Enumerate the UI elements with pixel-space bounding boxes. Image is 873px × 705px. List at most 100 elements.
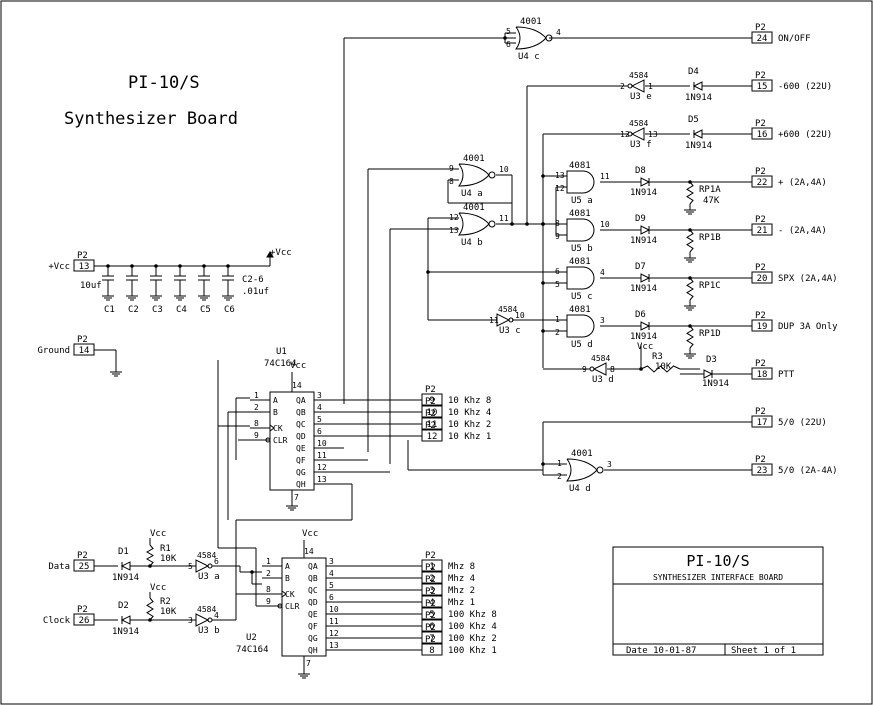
u2-pin-a: A [285,562,290,571]
u4b-gate [458,212,496,236]
u2-pin-num: 4 [329,569,334,578]
u4a-name: U4 a [461,189,483,199]
clock-input [73,613,95,626]
u1-output-10-label: 10 Khz 4 [448,408,491,418]
output-21-number: 21 [757,226,768,236]
u2-output-4-connector: P2 [425,587,436,597]
d2-part: 1N914 [112,627,139,637]
u2-pin-num: 11 [329,617,339,626]
output-21-connector: P2 [755,215,766,225]
u4c-pin-in2: 6 [506,40,511,49]
r-RP1C-symbol [686,277,694,301]
u1-pin-qf: QF [296,456,306,465]
u3f-gate [627,127,645,141]
u2-pin-b: B [285,574,290,583]
d2-symbol [120,615,131,625]
junction-dot [503,36,507,40]
d1-name: D1 [118,547,129,557]
output-16-connector: P2 [755,119,766,129]
u5c-gate [566,266,595,290]
junction-dot [541,281,545,285]
clock-input-number: 26 [79,616,90,626]
u2-output-4-label: Mhz 1 [448,598,475,608]
u4b-pin-in2: 13 [449,226,459,235]
u5a-gate [566,170,595,194]
u2-pin-num: 13 [329,641,339,650]
diode-D9-part: 1N914 [630,236,657,246]
u1-pin-qg: QG [296,468,306,477]
junction-dot [250,570,254,574]
u3c-part: 4584 [498,305,517,314]
power-pin [73,259,95,272]
u5a-pin-in2: 12 [555,184,565,193]
u2-pin-num: 2 [266,569,271,578]
power-pin-connector: P2 [77,251,88,261]
u2-output-7-connector: P2 [425,623,436,633]
u1-output-12 [421,429,443,442]
u2-output-4 [421,595,443,608]
u3d-name: U3 d [592,375,614,385]
u1-pin-num: 12 [317,463,327,472]
d4-name: D4 [688,67,699,77]
resistor-RP1B-name: RP1B [699,233,721,243]
output-21-label: - (2A,4A) [778,226,827,236]
r2-vcc: Vcc [150,583,166,593]
diode-D6-part: 1N914 [630,332,657,342]
output-16-label: +600 (22U) [778,130,832,140]
u1-pin-num: 5 [317,415,322,424]
cap-label-C4: C4 [176,305,187,315]
r2-value: 10K [160,607,177,617]
output-24-number: 24 [757,34,768,44]
u4c-pin-in1: 5 [506,27,511,36]
u5d-gate [566,314,595,338]
u1-pin-b: B [273,408,278,417]
u1-pin-num: 1 [254,391,259,400]
u1-pin-qa: QA [296,396,306,405]
u1-pin-num: 11 [317,451,327,460]
u2-output-5-number: 5 [429,610,434,620]
u4a-pin-in2: 8 [449,177,454,186]
clock-input-connector: P2 [77,605,88,615]
u1-vcc-pin: 14 [292,381,302,390]
u1-part: 74C164 [264,359,297,369]
u2-output-5-connector: P2 [425,599,436,609]
u2-pin-num: 9 [266,597,271,606]
output-23 [751,463,773,476]
u2-output-5-label: 100 Khz 8 [448,610,497,620]
c2-6-label: C2-6 [242,275,264,285]
u1-pin-num: 2 [254,403,259,412]
ground-symbol [684,300,696,311]
ground-symbol [150,290,162,301]
u2-output-8-connector: P2 [425,635,436,645]
u4c-pin-out: 4 [556,28,561,37]
u2-output-6-connector: P2 [425,611,436,621]
u5d-pin-out: 3 [600,316,605,325]
u1-output-10-number: 10 [427,408,438,418]
ground-pin [73,343,95,356]
u3c-pin-in: 11 [489,316,499,325]
u5c-part: 4081 [569,257,591,267]
u4c-name: U4 c [518,52,540,62]
u2-output-2-number: 2 [429,574,434,584]
u2-output-1 [421,559,443,572]
u3e-pin-in: 1 [648,82,653,91]
capacitor-C1 [102,266,114,290]
u2-pin-num: 12 [329,629,339,638]
u4a-part: 4001 [463,154,485,164]
output-17-connector: P2 [755,407,766,417]
c2-6-value: .01uf [242,287,269,297]
vcc-label-right: +Vcc [270,248,292,258]
u2-pin-clr: CLR [285,602,300,611]
u1 [265,391,315,491]
junction-dot [426,270,430,274]
ground-pin-number: 14 [79,346,90,356]
u2-pin-num: 6 [329,593,334,602]
u2-pin-qe: QE [308,610,318,619]
u2-output-2-label: Mhz 4 [448,574,475,584]
u3f-pin-in: 13 [648,130,658,139]
u5c-pin-in2: 5 [555,280,560,289]
u2-output-1-connector: P2 [425,551,436,561]
output-21 [751,223,773,236]
